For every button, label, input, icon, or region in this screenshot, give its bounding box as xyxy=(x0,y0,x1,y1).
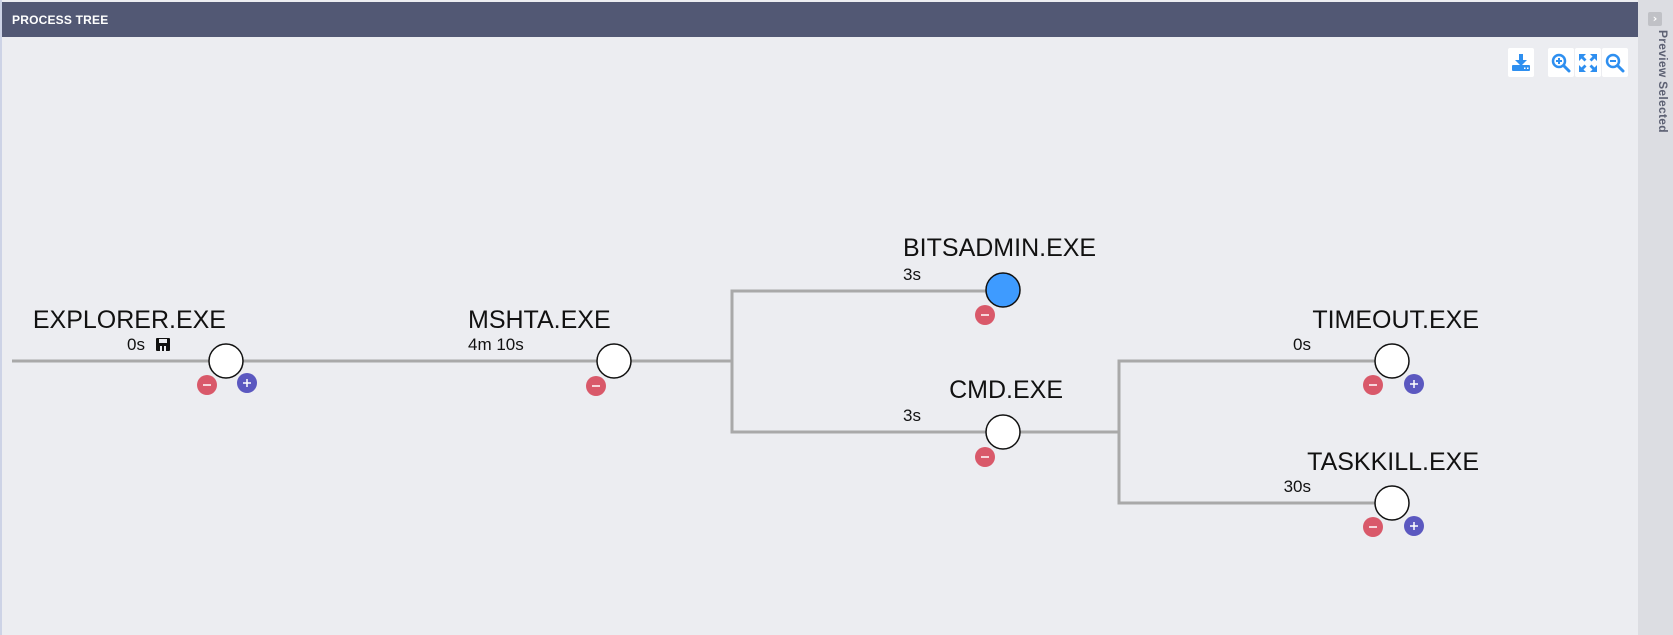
node-circle[interactable] xyxy=(985,414,1021,450)
left-border xyxy=(0,0,2,635)
node-duration: 3s xyxy=(903,406,921,425)
node-circle[interactable] xyxy=(1374,343,1410,379)
node-taskkill[interactable]: TASKKILL.EXE 30s xyxy=(1284,448,1479,537)
node-circle[interactable] xyxy=(1374,485,1410,521)
node-name: MSHTA.EXE xyxy=(468,306,611,334)
download-button[interactable] xyxy=(1508,48,1534,77)
node-circle-selected[interactable] xyxy=(985,272,1021,308)
collapse-button[interactable] xyxy=(586,376,606,396)
zoom-out-button[interactable] xyxy=(1602,48,1628,77)
fit-to-screen-button[interactable] xyxy=(1575,48,1601,77)
download-icon xyxy=(1512,53,1530,71)
tree-edges xyxy=(12,289,1392,505)
expand-button[interactable] xyxy=(237,373,257,393)
edge-mshta-bitsadmin xyxy=(730,289,1003,361)
collapse-button[interactable] xyxy=(1363,375,1383,395)
preview-selected-label[interactable]: Preview Selected xyxy=(1656,30,1670,133)
node-duration: 0s xyxy=(1293,335,1311,354)
node-explorer[interactable]: EXPLORER.EXE 0s xyxy=(33,306,257,395)
zoom-in-icon xyxy=(1551,53,1571,72)
node-duration: 4m 10s xyxy=(468,335,524,354)
save-icon xyxy=(156,338,170,351)
node-name: EXPLORER.EXE xyxy=(33,306,226,334)
edge-cmd-taskkill xyxy=(1117,432,1392,505)
tree-canvas[interactable] xyxy=(2,37,1638,635)
panel-header: PROCESS TREE xyxy=(2,2,1638,37)
node-duration: 3s xyxy=(903,265,921,284)
edge-mshta-cmd xyxy=(730,361,1003,434)
node-name: TASKKILL.EXE xyxy=(1307,448,1479,476)
node-cmd[interactable]: CMD.EXE 3s xyxy=(903,376,1063,467)
collapse-button[interactable] xyxy=(197,375,217,395)
panel-title: PROCESS TREE xyxy=(12,13,109,27)
node-circle[interactable] xyxy=(596,343,632,379)
expand-icon xyxy=(1579,53,1597,72)
node-name: CMD.EXE xyxy=(949,376,1063,404)
node-bitsadmin[interactable]: BITSADMIN.EXE 3s xyxy=(903,234,1096,325)
collapse-button[interactable] xyxy=(975,305,995,325)
edge-cmd-timeout xyxy=(1117,359,1392,432)
process-tree: EXPLORER.EXE 0s MSHTA.EXE 4m 10s BITS xyxy=(12,234,1479,537)
node-mshta[interactable]: MSHTA.EXE 4m 10s xyxy=(468,306,632,396)
node-timeout[interactable]: TIMEOUT.EXE 0s xyxy=(1293,306,1479,395)
chevron-right-icon[interactable]: › xyxy=(1648,12,1662,26)
node-duration: 0s xyxy=(127,335,145,354)
node-name: TIMEOUT.EXE xyxy=(1312,306,1479,334)
node-name: BITSADMIN.EXE xyxy=(903,234,1096,262)
collapse-button[interactable] xyxy=(1363,517,1383,537)
expand-button[interactable] xyxy=(1404,516,1424,536)
preview-sidebar[interactable] xyxy=(1638,0,1673,635)
zoom-out-icon xyxy=(1605,53,1625,72)
collapse-button[interactable] xyxy=(975,447,995,467)
node-circle[interactable] xyxy=(208,343,244,379)
expand-button[interactable] xyxy=(1404,374,1424,394)
node-duration: 30s xyxy=(1284,477,1311,496)
zoom-in-button[interactable] xyxy=(1548,48,1574,77)
